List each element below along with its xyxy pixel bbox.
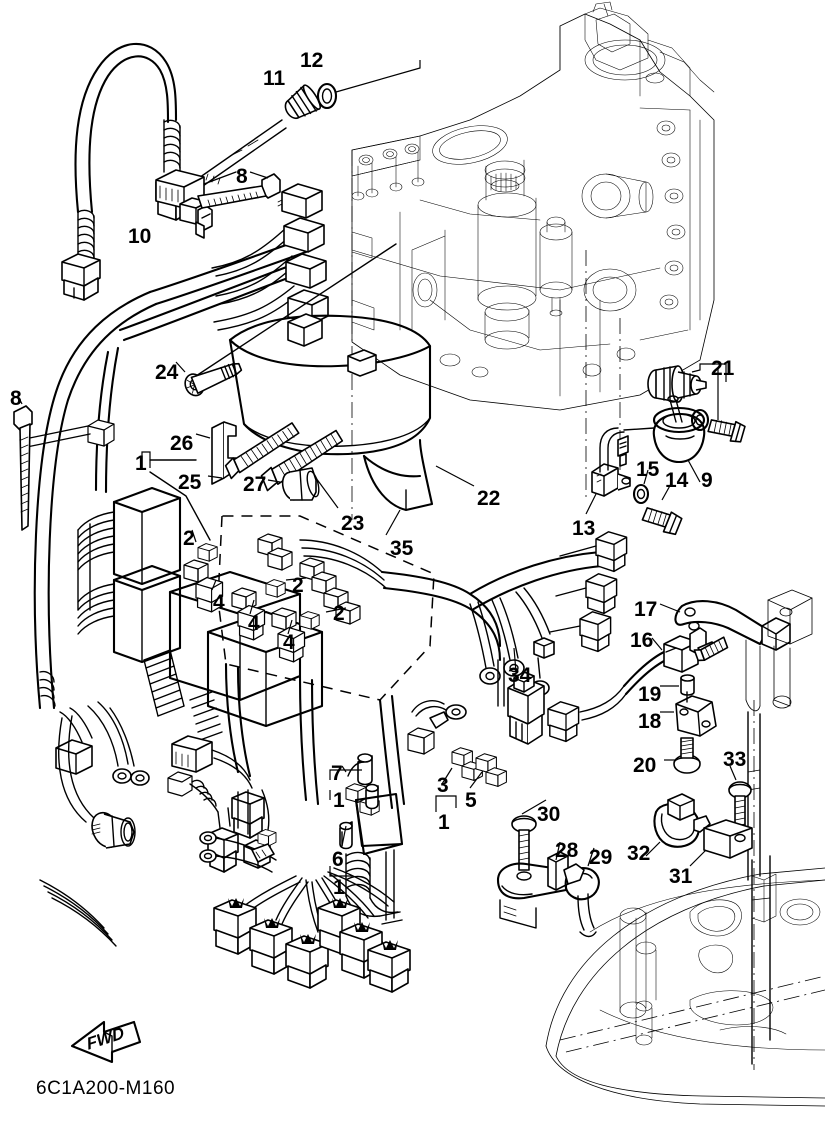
callout-12: 12 xyxy=(300,49,324,72)
callout-19: 19 xyxy=(638,683,662,706)
callout-13: 13 xyxy=(572,517,596,540)
part-19-bushing xyxy=(660,674,695,696)
lower-cowling-outline xyxy=(545,855,825,1107)
part-21-solenoid xyxy=(647,363,746,443)
part-8-cable-tie-top xyxy=(197,171,281,209)
callout-29: 29 xyxy=(589,846,613,869)
callout-33: 33 xyxy=(723,748,747,771)
callout-8-left: 8 xyxy=(10,387,22,410)
part-14-bolt xyxy=(641,481,683,536)
callout-23: 23 xyxy=(341,512,365,535)
callout-1-main: 1 xyxy=(135,452,147,475)
callout-4-b: 4 xyxy=(248,612,260,635)
callout-9: 9 xyxy=(701,469,713,492)
part-15-washer xyxy=(632,469,650,505)
callout-28: 28 xyxy=(555,839,579,862)
fwd-arrow xyxy=(70,1020,142,1064)
part-20-bolt xyxy=(664,737,701,774)
callout-2-b: 2 xyxy=(292,574,304,597)
callout-21: 21 xyxy=(711,357,735,380)
part-32-clamp xyxy=(645,793,711,857)
drawing-number: 6C1A200-M160 xyxy=(36,1078,176,1099)
callout-20: 20 xyxy=(633,754,657,777)
callout-35: 35 xyxy=(390,537,414,560)
part-28-29-bracket-clip xyxy=(496,841,600,938)
part-27-grommet xyxy=(267,467,320,501)
callout-1-c: 1 xyxy=(333,876,345,899)
callout-14: 14 xyxy=(665,469,689,492)
part-9-bracket-cup xyxy=(652,395,706,483)
callout-27: 27 xyxy=(243,473,267,496)
part-13-bracket xyxy=(585,427,655,515)
part-11-12-lead-oring xyxy=(195,60,421,189)
callout-32: 32 xyxy=(627,842,651,865)
callout-1-b: 1 xyxy=(438,811,450,834)
connector-cluster-2-4 xyxy=(183,529,387,663)
callout-4-a: 4 xyxy=(213,591,225,614)
cdi-units xyxy=(77,486,324,741)
callout-17: 17 xyxy=(634,598,658,621)
callout-2-a: 2 xyxy=(183,527,195,550)
lower-harness xyxy=(171,662,507,925)
callout-30: 30 xyxy=(537,803,561,826)
callout-4-c: 4 xyxy=(283,631,295,654)
callout-16: 16 xyxy=(630,629,654,652)
part-30-bolt xyxy=(511,799,547,871)
callout-2-c: 2 xyxy=(333,602,345,625)
bottom-connector-fan xyxy=(39,867,411,993)
callout-24: 24 xyxy=(155,361,179,384)
callout-22: 22 xyxy=(477,487,501,510)
part-8-cable-tie-left xyxy=(13,395,33,531)
harness-right-branch xyxy=(380,531,668,745)
part-25-23-screws xyxy=(207,422,344,509)
part-1-junction-dashed-zone xyxy=(141,451,435,701)
callout-3: 3 xyxy=(437,774,449,797)
callout-5: 5 xyxy=(465,789,477,812)
callout-15: 15 xyxy=(636,458,660,481)
part-22-35-cover xyxy=(228,313,475,536)
callout-6: 6 xyxy=(332,848,344,871)
callout-10: 10 xyxy=(128,225,152,248)
callout-18: 18 xyxy=(638,710,662,733)
callout-8-top: 8 xyxy=(236,165,248,188)
callout-11: 11 xyxy=(263,67,286,90)
part-31-bracket xyxy=(689,819,753,867)
part-16-switch xyxy=(651,627,729,673)
part-18-bracket xyxy=(660,691,717,737)
part-10-coiled-lead xyxy=(61,42,191,301)
callout-1-a: 1 xyxy=(333,789,345,812)
callout-25: 25 xyxy=(178,471,202,494)
part-24-bolt xyxy=(175,243,397,397)
callout-7: 7 xyxy=(331,762,343,785)
callout-31: 31 xyxy=(669,865,693,888)
callout-26: 26 xyxy=(170,432,194,455)
part-1-main-harness xyxy=(19,169,329,710)
battery-leads-grommet xyxy=(55,701,277,873)
callout-34: 34 xyxy=(508,664,532,687)
engine-block-outline xyxy=(351,1,715,520)
